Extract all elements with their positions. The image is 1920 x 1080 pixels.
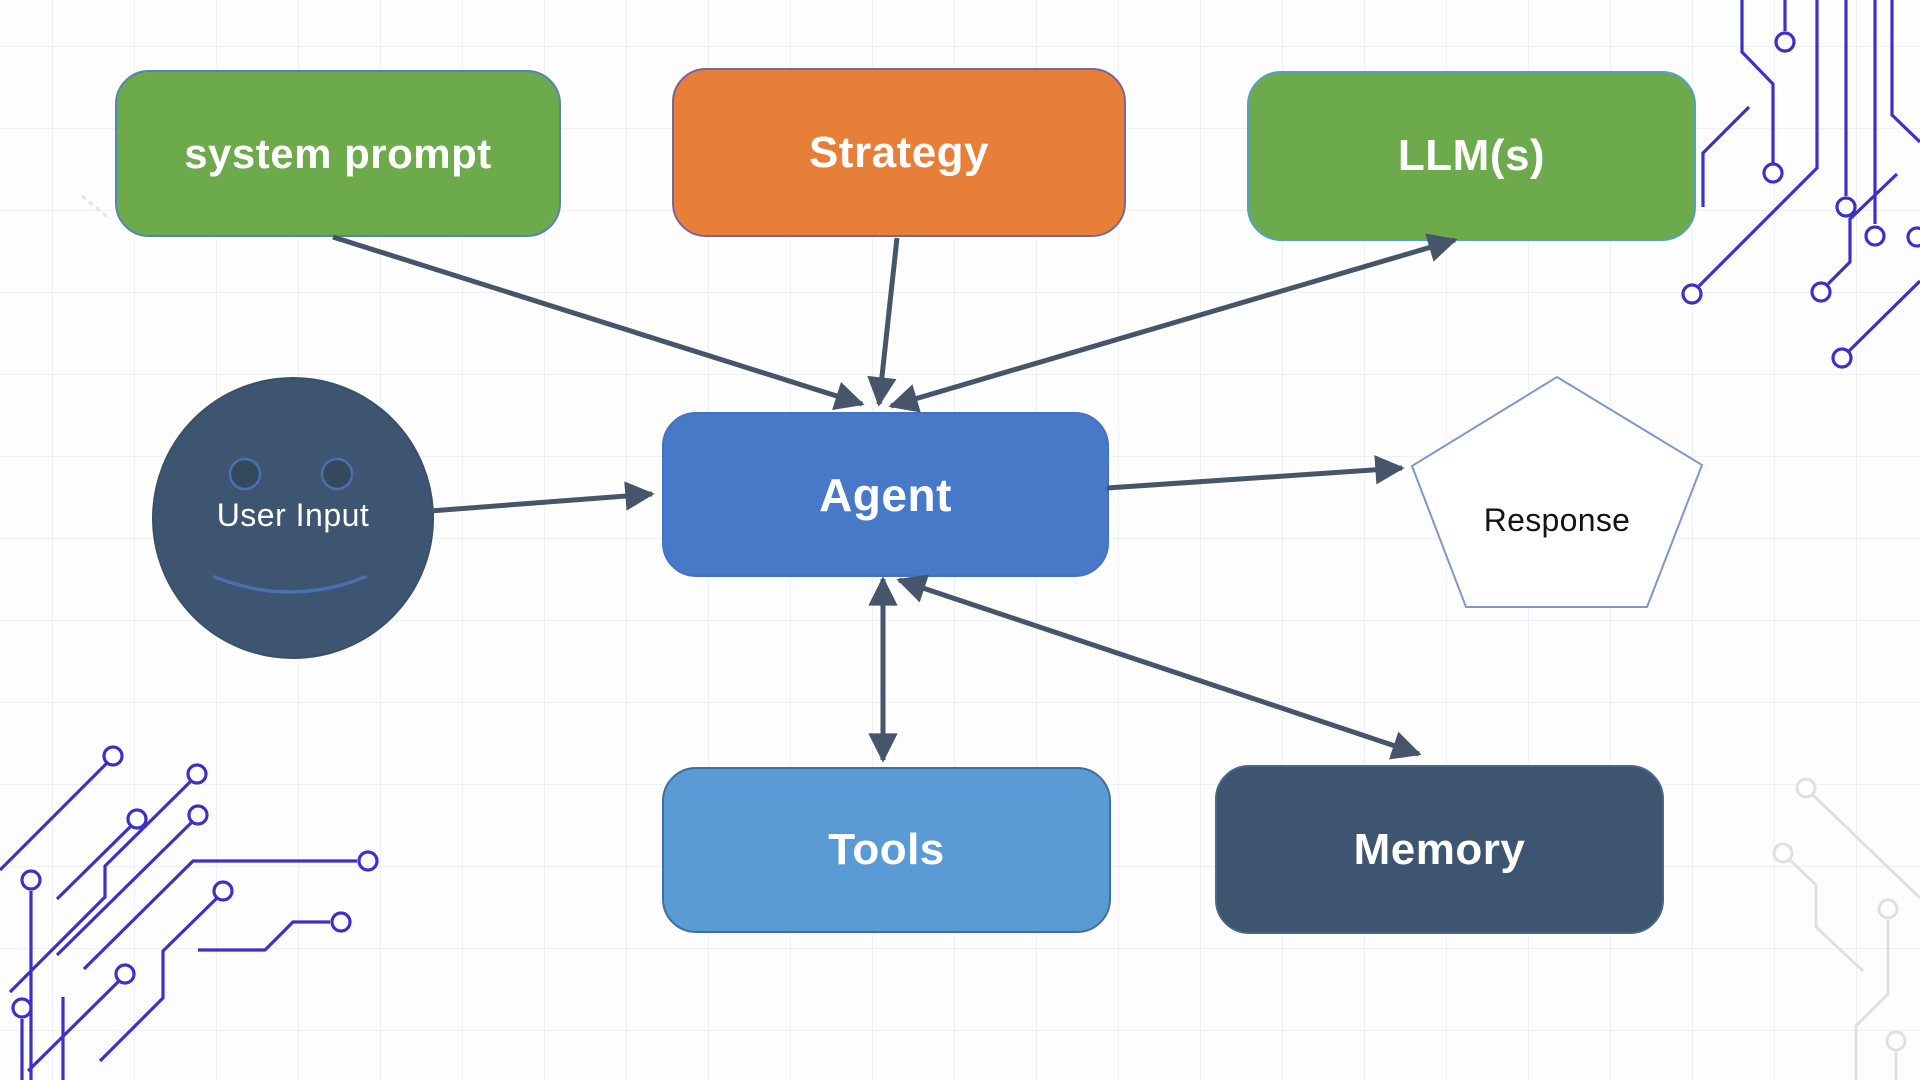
- right-eye-icon: [320, 457, 354, 491]
- circuit-decoration-bottom-left: [0, 745, 379, 1080]
- circuit-decoration-top-right: [1681, 0, 1920, 369]
- edge-system-prompt-to-agent: [332, 234, 865, 410]
- response-label: Response: [1483, 502, 1631, 538]
- user-input-face: [213, 457, 367, 594]
- llm-label: LLM(s): [1397, 131, 1546, 180]
- response-pentagon-shape: [1410, 375, 1704, 608]
- node-llm: LLM(s): [1247, 71, 1696, 241]
- node-agent: Agent: [662, 412, 1109, 577]
- edge-strategy-to-agent: [867, 237, 900, 407]
- circuit-decoration-top-left: [81, 194, 111, 221]
- memory-label: Memory: [1353, 824, 1526, 874]
- node-memory: Memory: [1215, 765, 1664, 934]
- edge-agent-memory-two-way: [896, 574, 1422, 760]
- system-prompt-label: system prompt: [184, 129, 492, 177]
- node-user-input-smiley: User Input: [152, 377, 434, 659]
- circuit-decoration-bottom-right: [1772, 777, 1920, 1080]
- left-eye-icon: [228, 457, 262, 491]
- node-tools: Tools: [662, 767, 1111, 933]
- user-input-label: User Input: [216, 497, 370, 533]
- edge-agent-llm-two-way: [888, 233, 1458, 413]
- node-system-prompt: system prompt: [115, 70, 561, 237]
- agent-label: Agent: [819, 468, 952, 521]
- edge-agent-to-response: [1106, 455, 1405, 491]
- strategy-label: Strategy: [808, 127, 990, 177]
- smile-icon: [213, 575, 367, 594]
- node-strategy: Strategy: [672, 68, 1126, 237]
- edge-user-input-to-agent: [429, 481, 655, 514]
- tools-label: Tools: [828, 825, 945, 874]
